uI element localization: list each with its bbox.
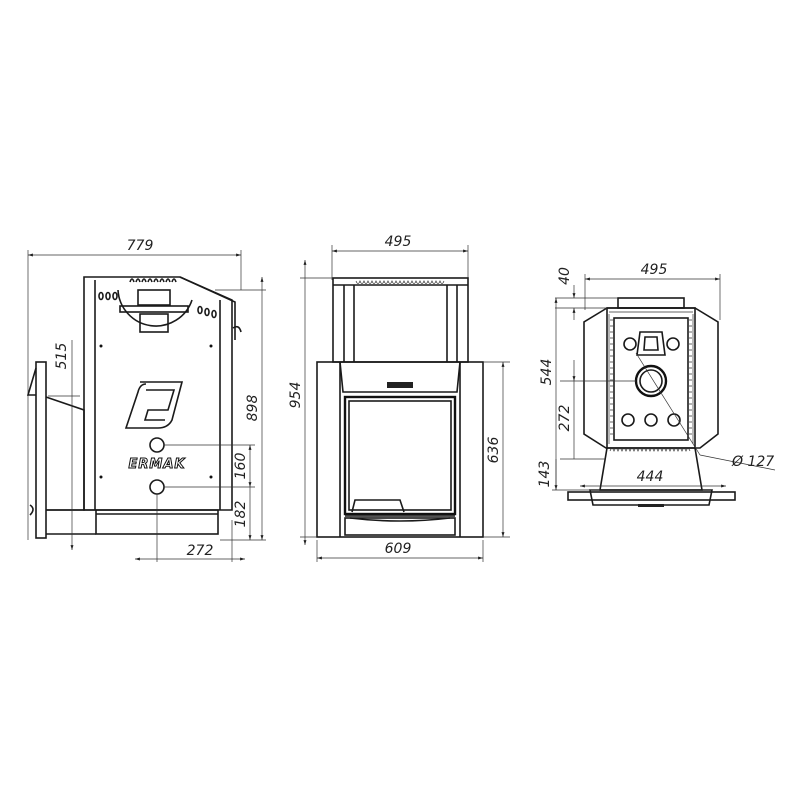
firebox-door: [343, 395, 457, 516]
dim-body-height: 636: [486, 437, 502, 464]
dim-top-width: 495: [385, 234, 412, 250]
pipe-outlet-lower: [149, 479, 165, 495]
dim-pipe-offset: 272: [187, 543, 214, 559]
dim-top-offset: 40: [557, 267, 573, 285]
vent-slots: [98, 278, 217, 319]
dim-tank-height: 515: [54, 343, 70, 370]
dim-base-height: 143: [537, 461, 553, 488]
dim-pipe-spacing: 160: [233, 453, 249, 480]
ash-drawer: [344, 517, 456, 536]
dim-overall-height: 898: [245, 395, 261, 422]
brand-logo-text: ERMAK: [129, 457, 186, 472]
front-view: 495 954 636 609: [288, 234, 510, 562]
side-view: 779 ERMAK: [26, 238, 266, 562]
dim-height: 544: [539, 359, 555, 386]
nameplate: [387, 382, 413, 388]
dim-overall-depth: 779: [127, 238, 154, 254]
dim-center-height: 272: [557, 405, 573, 432]
dim-base-width: 444: [637, 469, 664, 485]
pipe-outlet-upper: [149, 437, 165, 453]
dim-pipe-height: 182: [233, 501, 249, 528]
dim-chimney-diameter: Ø 127: [731, 454, 774, 470]
dim-body-width: 609: [385, 541, 412, 557]
top-view: 495 40 544 272 143: [537, 262, 776, 507]
dim-width: 495: [641, 262, 668, 278]
dim-overall-height: 954: [288, 382, 304, 409]
brand-logo-mark: [124, 381, 184, 429]
